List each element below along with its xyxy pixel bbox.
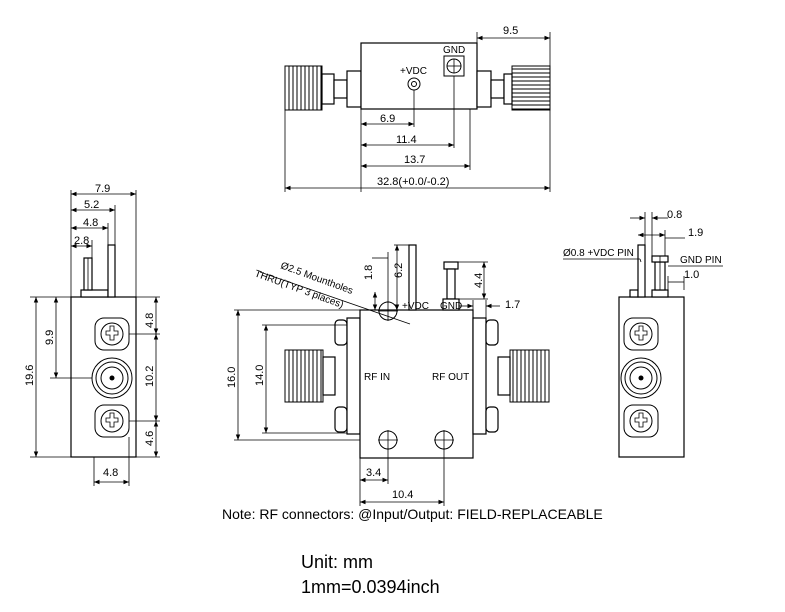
front-dim-pin-offset: 1.8 [363,265,375,280]
front-dim-height: 16.0 [226,367,238,388]
right-dim-c: 1.0 [684,269,699,281]
top-gnd-label: GND [443,45,465,56]
front-gnd-pin [442,261,460,311]
front-vdc-label: +VDC [402,301,429,312]
right-top-screw [623,317,659,351]
right-dim-a: 0.8 [667,209,682,221]
right-bottom-screw [623,404,659,438]
front-dim-hole-x: 3.4 [366,467,381,479]
rf-connector-note: Note: RF connectors: @Input/Output: FIEL… [222,506,603,522]
top-dim-gnd: 11.4 [396,134,417,146]
front-body [359,309,474,459]
top-dim-body: 13.7 [404,154,425,166]
left-dim-bottom-screw: 4.6 [144,431,156,446]
left-dim-c: 2.8 [74,235,89,247]
top-vdc-label: +VDC [400,66,427,77]
left-view: 7.9 5.2 4.8 2.8 19.6 9.9 4.8 10.2 4.6 [24,183,160,486]
left-dim-a: 5.2 [84,199,99,211]
right-view: 0.8 1.9 1.0 Ø0.8 +VDC PIN GND PIN [563,209,723,458]
left-body [70,296,137,458]
left-dim-b: 4.8 [83,217,98,229]
front-vdc-pin [408,244,417,311]
front-rf-in-label: RF IN [364,372,390,383]
right-gnd-pin-label: GND PIN [680,255,722,266]
right-dim-b: 1.9 [688,227,703,239]
front-dim-hole-span: 10.4 [392,489,413,501]
front-dim-gnd-pin: 4.4 [473,273,485,288]
front-dim-inner: 14.0 [254,365,266,386]
front-view: Ø2.5 Mountholes THRU(TYP 3 places) +VDC … [226,244,550,506]
right-rf-connector [620,357,662,399]
front-dim-edge: 1.7 [505,299,520,311]
front-right-connector [472,317,550,435]
front-left-connector [284,317,361,435]
top-dim-overall: 32.8(+0.0/-0.2) [377,176,449,188]
top-view: +VDC GND 9.5 6.9 11.4 13.7 32.8(+0.0/-0.… [284,25,551,192]
top-dim-connector: 9.5 [503,25,518,37]
front-gnd-label: GND [440,301,462,312]
left-dim-width: 7.9 [95,183,110,195]
top-right-connector [476,65,551,111]
left-dim-upper: 9.9 [44,330,56,345]
front-rf-out-label: RF OUT [432,372,469,383]
left-dim-center: 10.2 [144,366,156,387]
left-dim-base: 4.8 [103,467,118,479]
unit-conversion: 1mm=0.0394inch [301,577,440,597]
left-dim-height: 19.6 [24,365,36,386]
left-dim-top-screw: 4.8 [144,313,156,328]
unit-label: Unit: mm [301,552,373,572]
top-left-connector [284,65,362,111]
top-dim-vdc: 6.9 [380,113,395,125]
front-dim-vdc-pin: 6.2 [393,263,405,278]
right-pin-label: Ø0.8 +VDC PIN [563,248,634,259]
